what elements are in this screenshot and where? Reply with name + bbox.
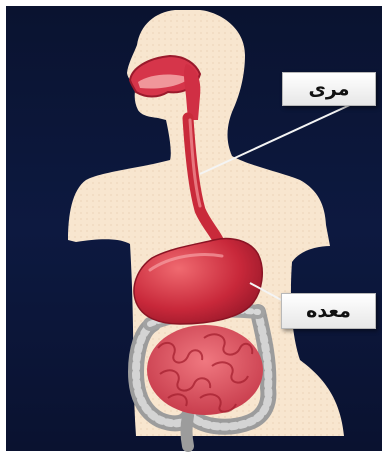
esophagus-label: مری [282,72,376,106]
small-intestine [147,325,263,415]
stomach-label: معده [281,293,376,329]
rectum [187,416,189,446]
